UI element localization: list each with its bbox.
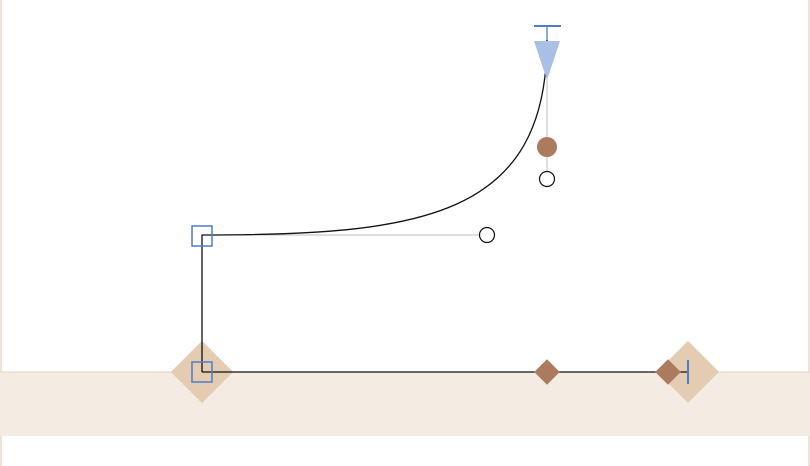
diamond-marker-icon[interactable] [655, 359, 681, 385]
anchor-square-icon[interactable] [191, 361, 213, 383]
right-edge [808, 0, 810, 466]
diamond-marker-icon[interactable] [534, 359, 560, 385]
left-edge [0, 0, 2, 466]
dot-marker-icon[interactable] [537, 137, 557, 157]
control-handle-icon[interactable] [538, 170, 556, 188]
anchor-square-icon[interactable] [191, 225, 213, 247]
arrowhead-icon[interactable] [534, 41, 560, 80]
control-handle-icon[interactable] [478, 226, 496, 244]
connector-path[interactable] [201, 39, 548, 372]
